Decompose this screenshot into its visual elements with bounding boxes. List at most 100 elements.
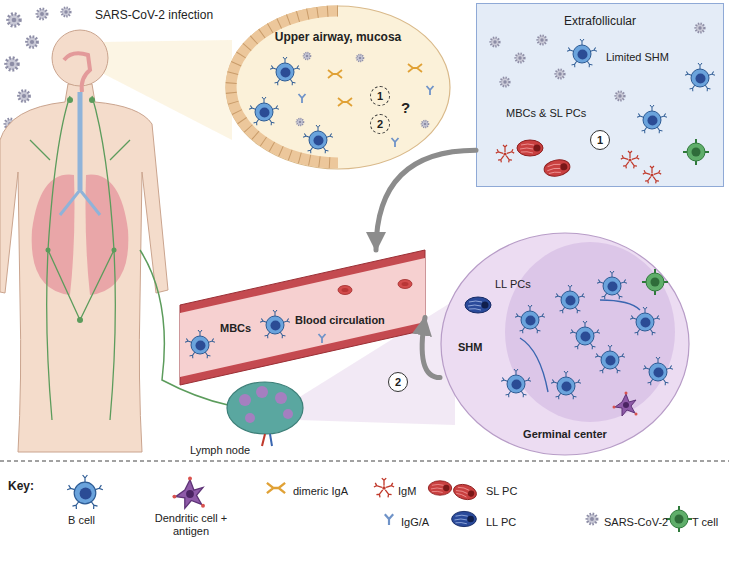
- human-figure: [60, 190, 100, 215]
- question-mark: ?: [401, 99, 410, 117]
- human-figure: [46, 248, 51, 253]
- mucosa-cells: [249, 53, 433, 154]
- extrafollicular-cells: [696, 24, 705, 33]
- node-text: Blood circulation: [295, 314, 385, 327]
- lymph-node: [256, 386, 268, 398]
- blood-cells: [185, 330, 215, 358]
- node-heading: Germinal center: [523, 428, 607, 441]
- node-text: SHM: [458, 341, 482, 354]
- mucosa-cells: [408, 64, 422, 72]
- human-figure: [0, 84, 168, 452]
- legend-label-holder: IgM: [398, 481, 416, 499]
- extrafollicular-cells: [501, 78, 510, 87]
- virus-cloud: [37, 9, 47, 19]
- human-figure: [30, 96, 130, 420]
- extrafollicular-cells: [637, 105, 667, 133]
- germinal-center: Germinal center LL PCsSHM: [440, 232, 690, 456]
- lymph-node: [270, 434, 272, 446]
- airway-epithelium: [231, 11, 338, 163]
- legend-label: SL PC: [486, 485, 517, 498]
- lymph-node: [227, 382, 303, 446]
- legend-label: SARS-CoV-2: [604, 516, 668, 529]
- extrafollicular-cells: [517, 140, 543, 156]
- legend-label: dimeric IgA: [293, 485, 348, 498]
- human-figure: [64, 53, 90, 92]
- legend-label: IgG/A: [401, 516, 429, 529]
- callout-number: 2: [370, 114, 390, 134]
- callout-number-holder: 1: [590, 130, 610, 150]
- organ-label: Lymph node: [190, 444, 250, 457]
- node-heading: MBCs: [220, 322, 251, 335]
- legend-icon: [67, 475, 103, 509]
- key-divider: [0, 461, 729, 462]
- virus-cloud: [19, 91, 30, 102]
- flow-arrow: [422, 318, 440, 378]
- extrafollicular-cells: [491, 38, 500, 47]
- blood-cells: [319, 334, 326, 343]
- lymph-node: [239, 394, 251, 406]
- callout-number: 1: [370, 86, 390, 106]
- legend-label: Dendritic cell + antigen: [145, 512, 237, 538]
- extrafollicular-cells: [556, 70, 565, 79]
- germinal-center-cells: [613, 392, 638, 417]
- panel-outline: [477, 4, 724, 187]
- germinal-center-cells: [501, 369, 531, 397]
- human-figure: [78, 92, 83, 190]
- node-heading-holder: Extrafollicular: [476, 11, 724, 29]
- germinal-center-cells: [642, 269, 668, 295]
- mucosa-cells: [328, 70, 342, 78]
- flow-arrow: [376, 150, 476, 250]
- human-figure: [89, 97, 95, 103]
- node-text-holder: LL PCs: [495, 274, 531, 292]
- germinal-center-cells: [551, 371, 581, 399]
- dark-zone: [505, 242, 675, 422]
- legend-label-holder: B cell: [68, 510, 95, 528]
- extrafollicular-cells: [683, 139, 709, 165]
- germinal-center-cells: [520, 300, 640, 392]
- node-text-holder: MBCs & SL PCs: [506, 103, 586, 121]
- virus-cloud: [62, 8, 71, 17]
- legend-icon: [587, 514, 597, 524]
- mucosa-cells: [357, 55, 364, 62]
- figure-title-holder: SARS-CoV-2 infection: [95, 5, 213, 23]
- legend-label: T cell: [692, 516, 718, 529]
- mucosa-cells: [303, 125, 333, 153]
- node-text-holder: Blood circulation: [295, 310, 385, 328]
- blood-cells: [185, 280, 412, 359]
- extrafollicular-cells: [496, 145, 514, 162]
- germinal-center-cells: [555, 285, 585, 313]
- extrafollicular-cells: [538, 36, 547, 45]
- extrafollicular-cells: [643, 166, 661, 183]
- vessel-wall: [180, 250, 425, 385]
- extrafollicular-panel: ExtrafollicularLimited SHMMBCs & SL PCs: [476, 3, 724, 187]
- blood-vessel: MBCs Blood circulation: [180, 250, 425, 385]
- mucosa-cells: [249, 97, 279, 125]
- key-heading-holder: Key:: [8, 476, 34, 494]
- legend-label-holder: LL PC: [486, 512, 516, 530]
- extrafollicular-cells: [685, 63, 715, 91]
- germinal-center-cells: [597, 271, 627, 299]
- germinal-center-cells: [465, 269, 673, 416]
- node-text-holder: SHM: [458, 337, 482, 355]
- mucosa-cells: [304, 53, 311, 60]
- blood-cells: [338, 286, 352, 295]
- human-figure: [77, 317, 83, 323]
- legend-icon: [267, 483, 285, 493]
- legend-label-holder: IgG/A: [401, 512, 429, 530]
- mucosa-cells: [392, 138, 399, 147]
- callout-number-holder: 2: [388, 372, 408, 392]
- callout-number-holder: 1: [370, 86, 390, 106]
- organ-label-holder: Lymph node: [190, 440, 250, 458]
- node-heading: Upper airway, mucosa: [275, 30, 402, 44]
- mucosa-cells: [427, 86, 434, 95]
- legend-icon: [172, 476, 205, 508]
- extrafollicular-cells: [491, 24, 715, 184]
- lymph-node: [275, 392, 287, 404]
- extrafollicular-cells: [616, 92, 625, 101]
- blood-cells: [260, 310, 290, 338]
- lymph-node: [283, 409, 293, 419]
